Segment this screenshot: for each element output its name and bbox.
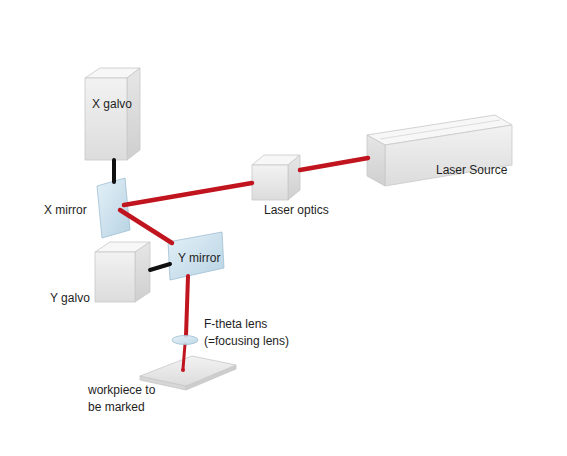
- galvo-shaft: [112, 160, 116, 182]
- laser-beam: [300, 158, 368, 170]
- x-mirror: [97, 178, 130, 238]
- mirror-label: X mirror: [44, 202, 87, 219]
- part-name: Laser optics: [264, 202, 329, 219]
- source-label: Laser Source: [436, 162, 507, 179]
- y-mirror: [168, 232, 224, 280]
- part-name: F-theta lens (=focusing lens): [204, 316, 304, 350]
- optics-label: Laser optics: [264, 202, 329, 219]
- part-name: Y galvo: [50, 290, 90, 307]
- galvo-shaft: [150, 264, 170, 270]
- x-galvo-box: [85, 68, 140, 160]
- part-name: workpiece to be marked: [88, 382, 162, 416]
- laser-source-box: [367, 115, 512, 186]
- mirror-label: Y mirror: [178, 250, 220, 267]
- part-name: Laser Source: [436, 162, 507, 179]
- galvo-label: Y galvo: [50, 290, 90, 307]
- laser-optics-box: [252, 155, 300, 200]
- laser-beam: [124, 183, 252, 205]
- galvo-label: X galvo: [92, 96, 132, 113]
- workpiece-label: workpiece to be marked: [88, 382, 162, 416]
- part-name: X galvo: [92, 96, 132, 113]
- part-name: X mirror: [44, 202, 87, 219]
- y-galvo-box: [95, 242, 150, 302]
- laser-beam: [120, 210, 172, 243]
- laser-beam: [186, 276, 188, 336]
- laser-beam: [183, 344, 185, 369]
- part-name: Y mirror: [178, 250, 220, 267]
- lens-label: F-theta lens (=focusing lens): [204, 316, 304, 350]
